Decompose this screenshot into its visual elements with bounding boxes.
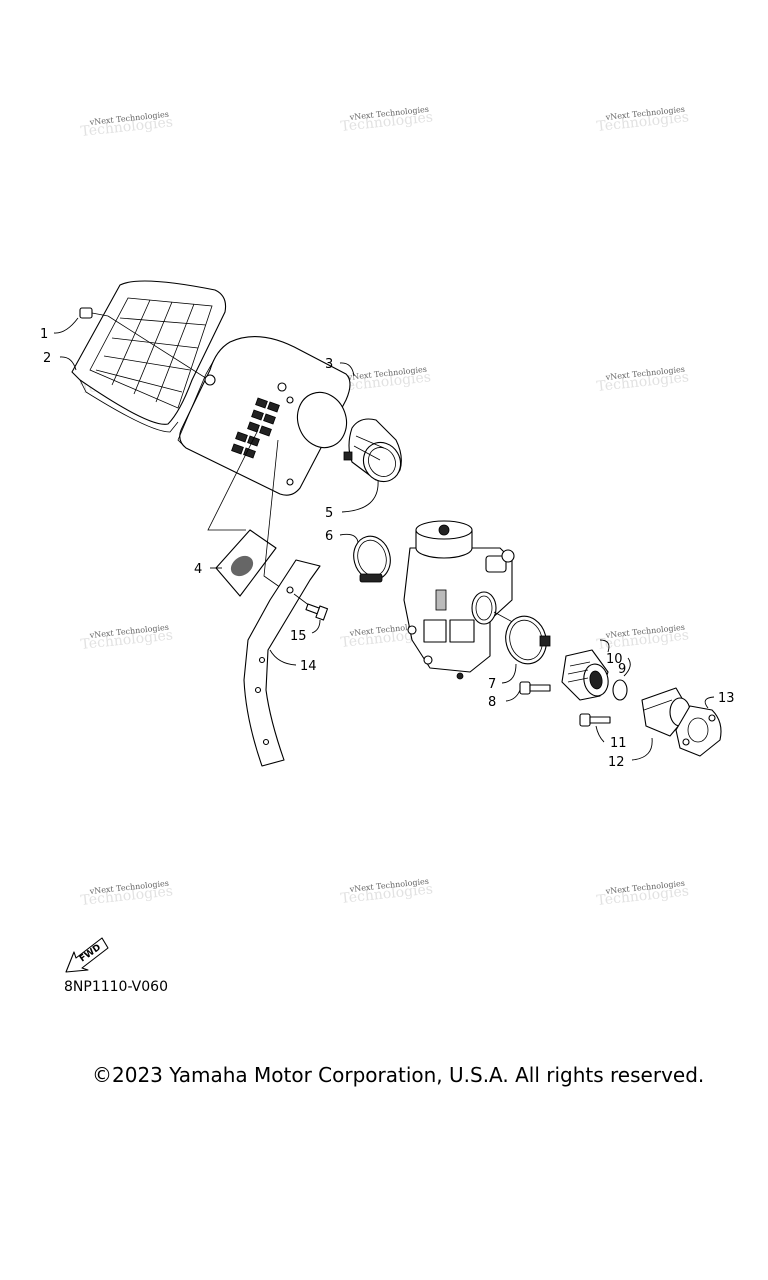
label-part-4 (215, 529, 277, 597)
callouts: 1 2 3 4 5 6 7 8 9 10 11 12 13 14 15 (40, 327, 735, 770)
watermark: Technologies vNext Technologies (596, 105, 690, 135)
callout-14: 14 (300, 659, 317, 674)
clamp-part-7 (505, 615, 551, 665)
callout-5: 5 (325, 506, 333, 521)
callout-15: 15 (290, 629, 307, 644)
bolt-part-8 (519, 681, 551, 695)
carburetor-assembly (403, 520, 521, 680)
callout-10: 10 (606, 652, 623, 667)
screw-part-1 (79, 307, 213, 383)
callout-1: 1 (40, 327, 48, 342)
fwd-arrow-icon: FWD (65, 937, 109, 973)
watermarks: Technologies vNext Technologies Technolo… (80, 105, 690, 909)
diagram-code: 8NP1110-V060 (64, 979, 168, 995)
watermark: Technologies vNext Technologies (340, 877, 434, 907)
callout-11: 11 (610, 736, 627, 751)
label-guide-lines (207, 429, 285, 591)
callout-7: 7 (488, 677, 496, 692)
callout-2: 2 (43, 351, 51, 366)
hose-clamp-part-6 (353, 535, 391, 583)
watermark: Technologies vNext Technologies (596, 623, 690, 653)
callout-3: 3 (325, 357, 333, 372)
leader-lines (53, 317, 715, 761)
callout-12: 12 (608, 755, 625, 770)
callout-9: 9 (618, 662, 626, 677)
callout-8: 8 (488, 695, 496, 710)
callout-6: 6 (325, 529, 333, 544)
copyright-notice: ©2023 Yamaha Motor Corporation, U.S.A. A… (92, 1063, 705, 1087)
watermark: Technologies vNext Technologies (80, 879, 174, 909)
o-ring-part-10 (612, 679, 628, 701)
air-filter-element (71, 280, 227, 433)
watermark: Technologies vNext Technologies (596, 365, 690, 395)
watermark: Technologies vNext Technologies (80, 110, 174, 140)
callout-4: 4 (194, 562, 202, 577)
callout-13: 13 (718, 691, 735, 706)
intake-joint-part-5 (343, 418, 402, 483)
watermark: Technologies vNext Technologies (596, 879, 690, 909)
bracket-part-14 (243, 559, 321, 767)
air-filter-case (177, 336, 351, 496)
joint-part-9 (561, 649, 609, 701)
watermark: Technologies vNext Technologies (80, 623, 174, 653)
case-vents (231, 397, 280, 459)
bolt-part-15 (293, 593, 329, 621)
gasket-part-13 (675, 705, 722, 757)
watermark: Technologies vNext Technologies (340, 105, 434, 135)
bolt-part-11 (579, 713, 611, 727)
